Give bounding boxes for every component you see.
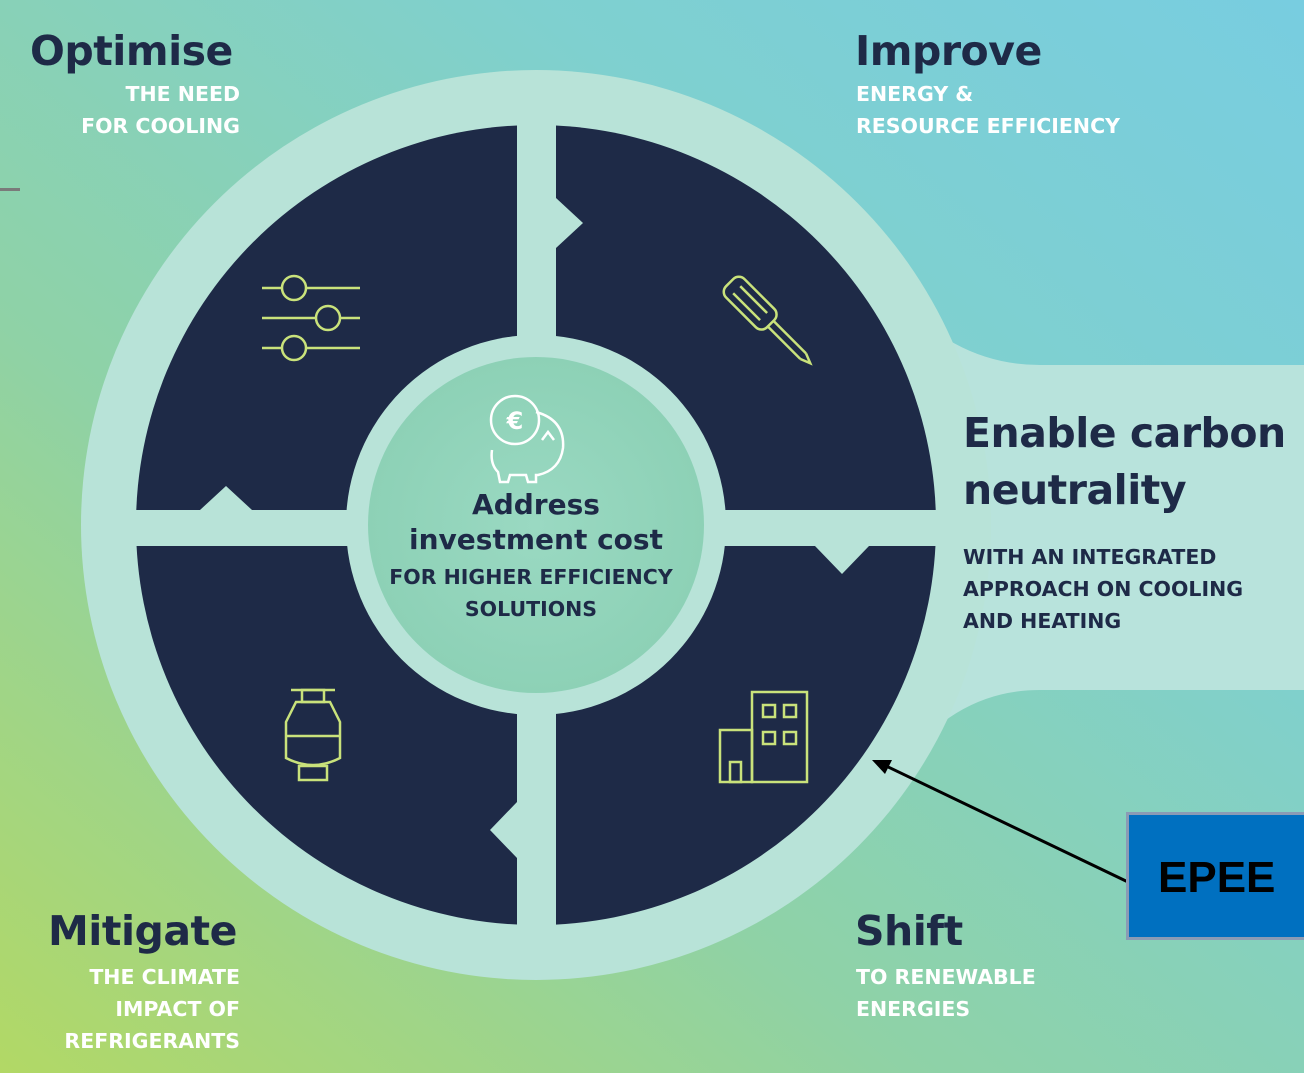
enable-sub-line1: WITH AN INTEGRATED [963,545,1217,569]
notch-right [815,546,869,574]
enable-sub-line3: AND HEATING [963,609,1122,633]
shift-line1: TO RENEWABLE [856,965,1036,989]
improve-line2: RESOURCE EFFICIENCY [856,114,1120,138]
mitigate-line3: REFRIGERANTS [64,1029,240,1053]
center-title-line2: investment cost [409,523,663,556]
sliders-icon [262,274,360,362]
center-sub-line2: SOLUTIONS [464,597,598,621]
building-icon [718,690,809,784]
callout-arrow [872,760,1129,884]
screwdriver-icon [722,275,813,366]
svg-text:€: € [506,407,524,435]
enable-sub-line2: APPROACH ON COOLING [963,577,1244,601]
center-sub-line1: FOR HIGHER EFFICIENCY [389,565,673,589]
enable-connector-band [900,300,1304,760]
enable-title-line2: neutrality [963,466,1187,514]
hub-disc [368,357,704,693]
center-title-line1: Address [472,488,600,521]
optimise-line1: THE NEED [125,82,240,106]
gas-cylinder-icon [284,688,342,782]
optimise-line2: FOR COOLING [81,114,240,138]
enable-title-line1: Enable carbon [963,409,1286,457]
piggy-bank-euro-icon: € [489,394,565,484]
epee-callout-box [1126,812,1304,940]
notch-top [556,198,583,248]
slide-fragment-divider [0,188,20,191]
optimise-title: Optimise [30,27,233,75]
shift-line2: ENERGIES [856,997,971,1021]
improve-line1: ENERGY & [856,82,974,106]
epee-callout-label: EPEE [1158,853,1276,902]
improve-title: Improve [855,27,1042,75]
mitigate-title: Mitigate [48,907,237,955]
notch-bottom [490,802,517,858]
mitigate-line1: THE CLIMATE [89,965,240,989]
notch-left [200,486,252,510]
mitigate-line2: IMPACT OF [115,997,240,1021]
shift-title: Shift [855,907,963,955]
